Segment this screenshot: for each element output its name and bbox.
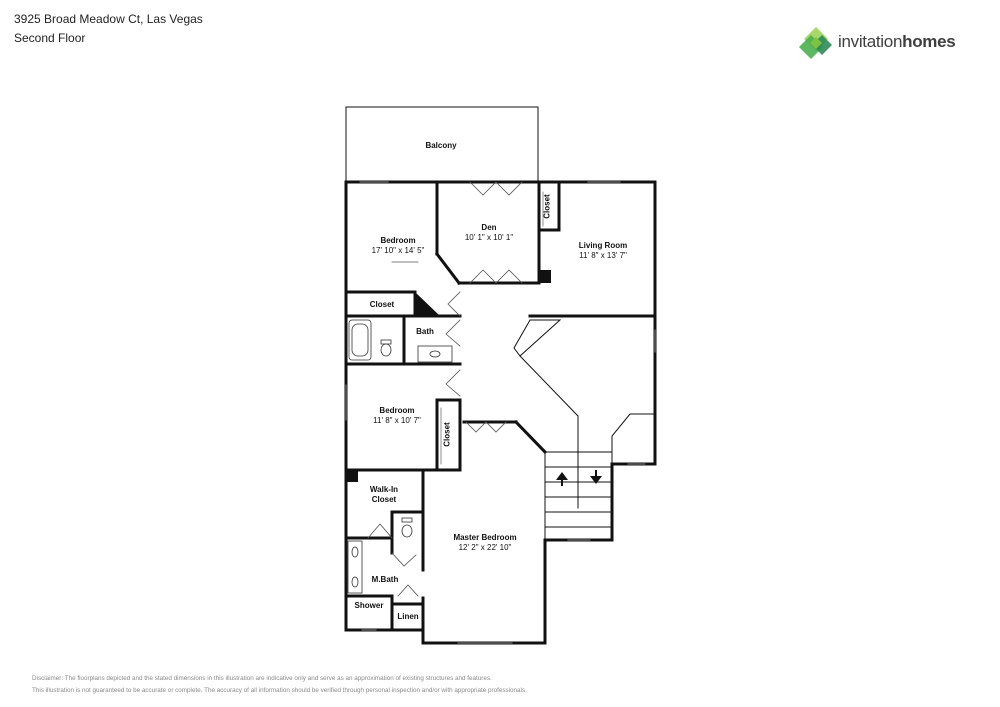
balcony-outline <box>345 106 539 183</box>
floor-name: Second Floor <box>14 31 86 45</box>
windows <box>345 181 656 644</box>
solid-blocks <box>346 270 551 482</box>
disclaimer-line-2: This illustration is not guaranteed to b… <box>32 687 527 694</box>
stair-arrows <box>556 470 602 486</box>
logo-text-light: invitation <box>838 32 903 51</box>
living-fireplace <box>513 319 656 509</box>
fixtures <box>347 319 453 594</box>
disclaimer-line-1: Disclaimer: The floorplans depicted and … <box>32 675 492 682</box>
room-linen: Linen <box>397 612 419 621</box>
room-shower: Shower <box>354 601 384 610</box>
room-bath: Bath <box>416 327 434 336</box>
logo-text-bold: homes <box>902 32 956 51</box>
staircase <box>544 451 613 541</box>
property-address: 3925 Broad Meadow Ct, Las Vegas <box>14 12 203 26</box>
doors <box>367 181 523 597</box>
room-closet-1: Closet <box>369 300 395 309</box>
invitation-homes-logo: invitationhomes <box>798 25 978 61</box>
room-m-bath: M.Bath <box>371 575 399 584</box>
logo-wordmark: invitationhomes <box>838 32 956 52</box>
room-balcony: Balcony <box>425 141 457 150</box>
room-closet-den: Closet <box>542 194 552 219</box>
logo-mark-icon <box>799 27 832 59</box>
interior-walls <box>344 180 657 632</box>
room-closet-2: Closet <box>442 422 452 447</box>
